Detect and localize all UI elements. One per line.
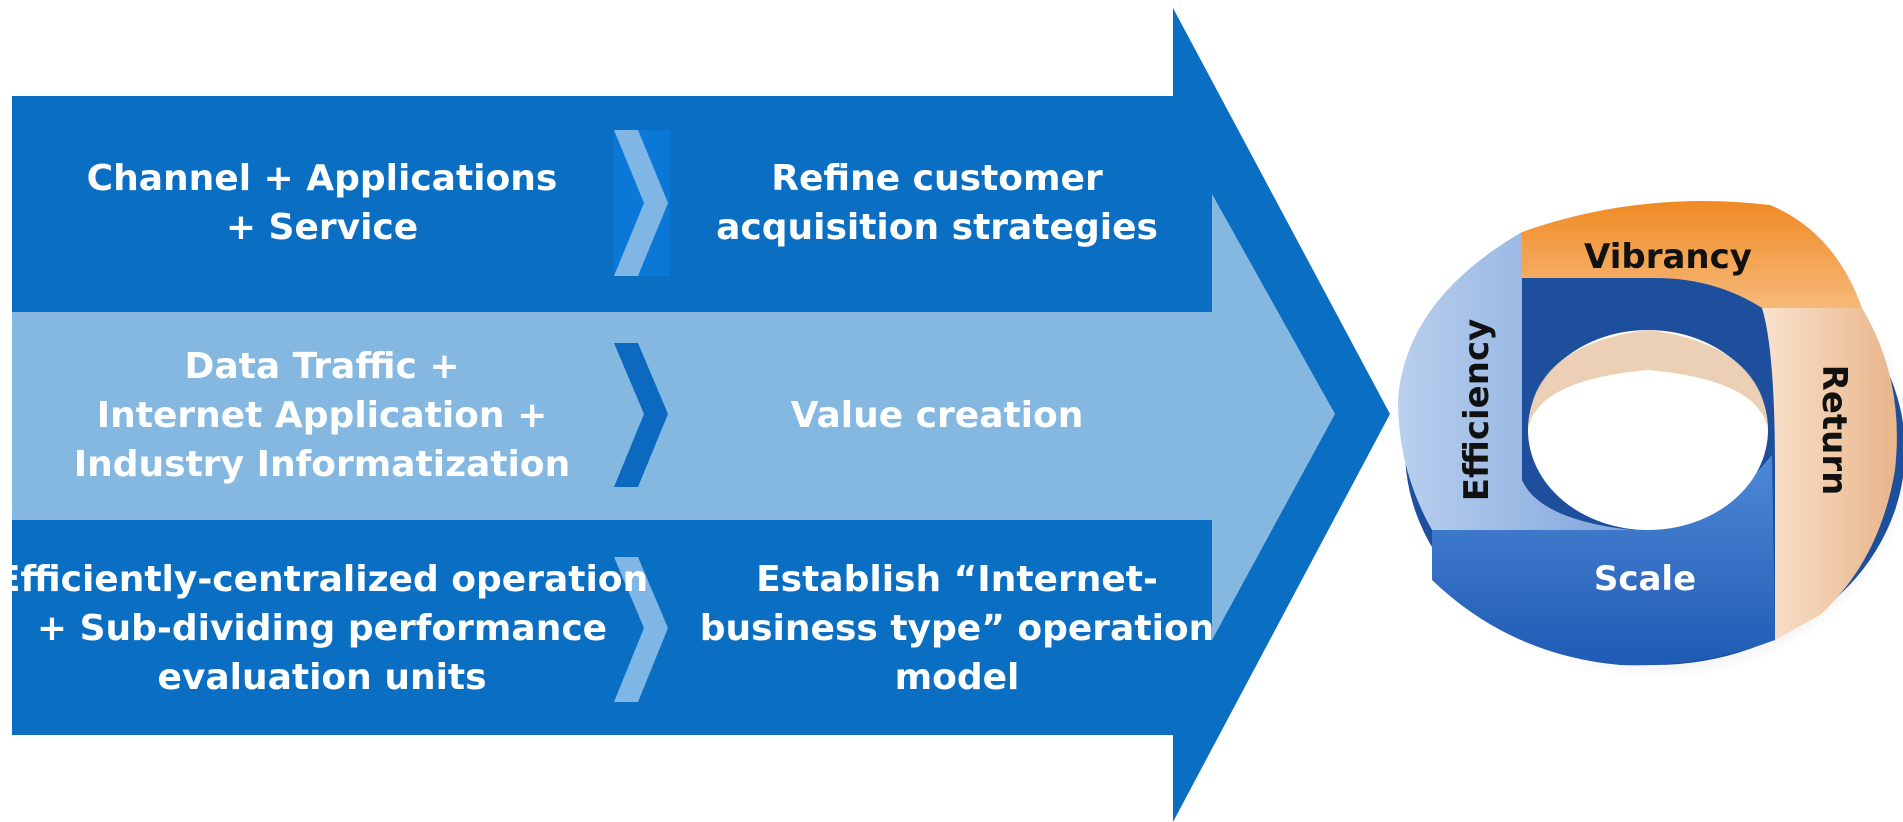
top-band (12, 96, 1212, 310)
bottom-band (12, 522, 1212, 735)
row3-right-line2: business type” operation (700, 608, 1215, 649)
row1-right-line2: acquisition strategies (716, 207, 1158, 248)
chevron-icon-row3 (614, 557, 668, 702)
middle-band-arrow (12, 194, 1335, 640)
row2-left-line2: Internet Application + (97, 395, 548, 436)
ring-label-efficiency: Efficiency (1457, 319, 1497, 502)
ring-segment-scale (1432, 455, 1775, 666)
row3-left-line2: + Sub-dividing performance (37, 608, 607, 649)
row3-right-line1: Establish “Internet- (756, 559, 1158, 600)
ring-segment-efficiency (1398, 232, 1632, 530)
ring-label-return: Return (1814, 365, 1854, 496)
row2-left-line3: Industry Informatization (74, 444, 571, 485)
row3-right-line3: model (895, 657, 1020, 698)
ring-label-scale: Scale (1594, 559, 1696, 599)
ring-diagram (1398, 201, 1903, 680)
row1-left-line1: Channel + Applications (87, 158, 558, 199)
row3-left-line3: evaluation units (157, 657, 486, 698)
row2-right-line1: Value creation (791, 395, 1084, 436)
row2-left-line1: Data Traffic + (184, 346, 459, 387)
row1-right-line1: Refine customer (771, 158, 1103, 199)
row1-left-line2: + Service (226, 207, 418, 248)
ring-segment-vibrancy (1522, 201, 1862, 308)
ring-segment-return (1762, 308, 1897, 640)
chevron-icon-row2 (614, 343, 668, 487)
chevron-icon-row1 (614, 130, 670, 276)
ring-label-vibrancy: Vibrancy (1584, 237, 1752, 277)
row3-left-line1: Efficiently-centralized operation (0, 559, 648, 600)
